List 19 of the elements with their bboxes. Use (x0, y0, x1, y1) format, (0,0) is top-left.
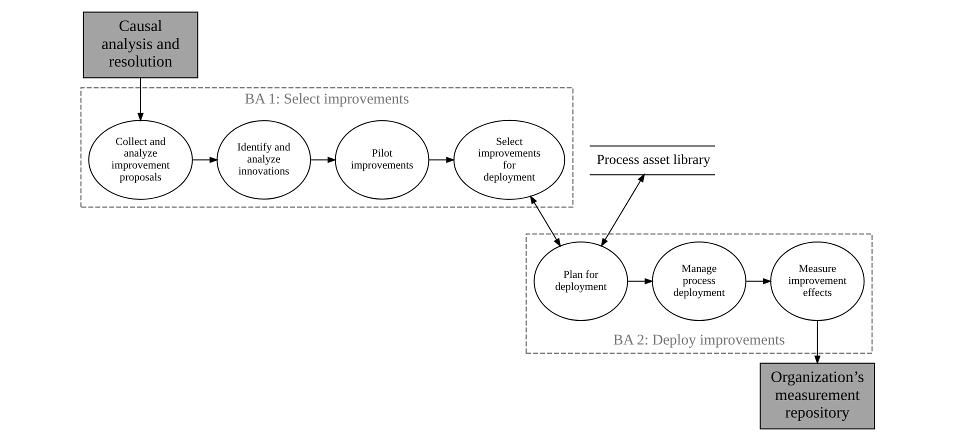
arrow (814, 320, 821, 365)
arrow (137, 78, 144, 122)
node-box: Organization’s measurement repository (760, 362, 876, 430)
node-ellipse: Measure improvement effects (770, 241, 865, 321)
node-ellipse: Plan for deployment (534, 241, 628, 321)
node-ellipse: Identify and analyze innovations (216, 120, 312, 200)
node-ellipse: Select improvements for deployment (453, 120, 566, 200)
arrow (600, 173, 645, 248)
arrow (192, 156, 219, 163)
arrow (746, 278, 772, 284)
node-ellipse: Pilot improvements (334, 120, 430, 200)
arrow (428, 156, 456, 163)
node-text: Process asset library (596, 153, 710, 168)
arrow (627, 278, 654, 284)
arrow (530, 195, 562, 248)
arrow (310, 156, 337, 163)
node-ellipse: Manage process deployment (652, 241, 746, 321)
node-box: Causal analysis and resolution (82, 12, 198, 78)
node-ellipse: Collect and analyze improvement proposals (88, 120, 193, 200)
